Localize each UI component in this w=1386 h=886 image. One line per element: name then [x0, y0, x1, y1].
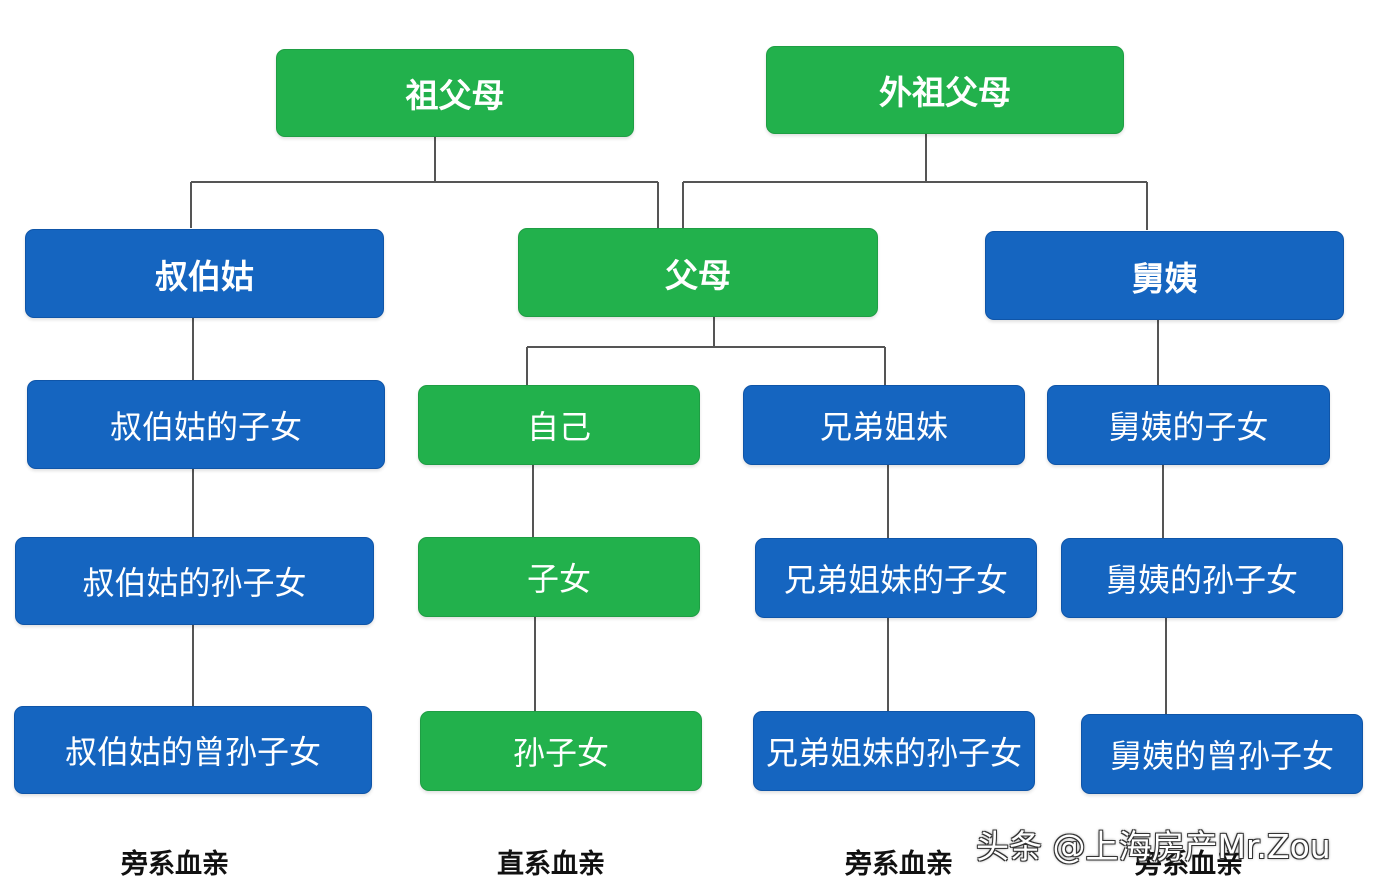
node-maternal-cousin-great-grandchildren: 舅姨的曾孙子女 — [1081, 714, 1363, 794]
node-label: 兄弟姐妹的子女 — [783, 561, 1008, 599]
node-uncles-aunts-maternal: 舅姨 — [985, 231, 1344, 320]
node-label: 兄弟姐妹 — [819, 408, 948, 446]
node-label: 父母 — [665, 255, 731, 295]
node-uncles-aunts-paternal: 叔伯姑 — [25, 229, 384, 318]
node-grandchildren: 孙子女 — [420, 711, 702, 791]
node-self: 自己 — [418, 385, 700, 465]
node-label: 舅姨的曾孙子女 — [1109, 737, 1334, 775]
node-label: 叔伯姑的孙子女 — [82, 564, 307, 602]
node-siblings: 兄弟姐妹 — [743, 385, 1025, 465]
node-cousins-maternal: 舅姨的子女 — [1047, 385, 1330, 465]
node-maternal-cousin-grandchildren: 舅姨的孙子女 — [1061, 538, 1343, 618]
node-paternal-cousin-grandchildren: 叔伯姑的孙子女 — [15, 537, 374, 625]
category-label-right: 旁系血亲 — [845, 849, 953, 880]
node-paternal-grandparents: 祖父母 — [276, 49, 634, 137]
node-cousins-paternal: 叔伯姑的子女 — [27, 380, 385, 469]
node-maternal-grandparents: 外祖父母 — [766, 46, 1124, 134]
node-siblings-children: 兄弟姐妹的子女 — [755, 538, 1037, 618]
category-label-left: 旁系血亲 — [121, 849, 229, 880]
node-label: 外祖父母 — [879, 73, 1011, 112]
node-label: 舅姨 — [1131, 258, 1198, 298]
category-label-center: 直系血亲 — [497, 849, 605, 880]
node-label: 孙子女 — [512, 734, 609, 772]
node-siblings-grandchildren: 兄弟姐妹的孙子女 — [753, 711, 1035, 791]
node-label: 叔伯姑 — [155, 256, 254, 296]
node-label: 叔伯姑的子女 — [109, 407, 302, 446]
node-label: 叔伯姑的曾孙子女 — [64, 733, 321, 771]
node-label: 舅姨的子女 — [1108, 408, 1269, 446]
node-label: 自己 — [526, 408, 591, 446]
node-label: 兄弟姐妹的孙子女 — [765, 734, 1022, 772]
node-paternal-cousin-great-grandchildren: 叔伯姑的曾孙子女 — [14, 706, 372, 794]
node-label: 祖父母 — [405, 76, 505, 115]
node-label: 舅姨的孙子女 — [1105, 561, 1298, 599]
category-label-far-right: 旁系血亲 — [1135, 849, 1243, 880]
node-children: 子女 — [418, 537, 700, 617]
node-label: 子女 — [526, 560, 591, 598]
watermark: 头条 @上海房产Mr.Zou — [976, 827, 1331, 866]
node-parents: 父母 — [518, 228, 878, 317]
